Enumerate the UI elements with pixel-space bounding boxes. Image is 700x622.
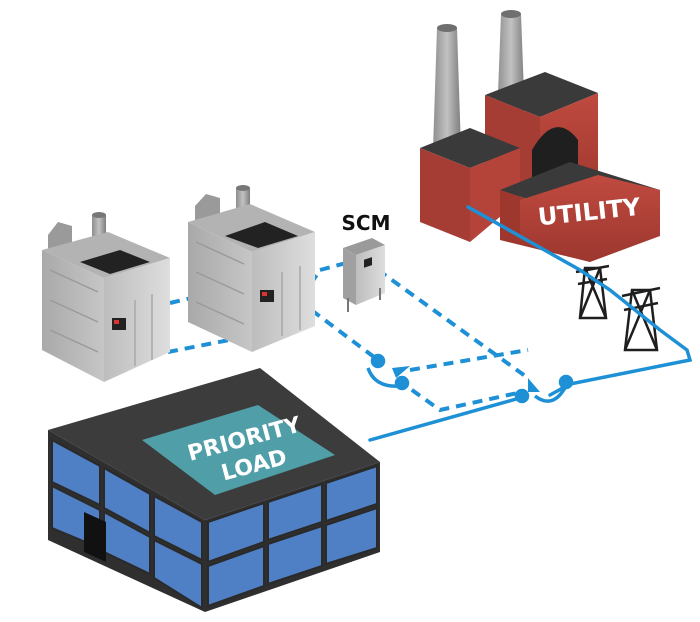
generator-set-1 xyxy=(42,212,170,382)
scm-display xyxy=(364,257,372,268)
utility-factory: UTILITY xyxy=(420,10,660,262)
generator-set-2 xyxy=(188,185,315,352)
transmission-tower-front xyxy=(621,286,661,352)
building-door xyxy=(84,512,106,562)
smokestack-left xyxy=(433,24,461,150)
building-right-windows xyxy=(207,464,378,608)
transfer-switch-right xyxy=(514,374,574,404)
building-left-windows xyxy=(51,438,203,610)
transfer-switch-left xyxy=(366,353,410,391)
scm-label: SCM xyxy=(342,211,391,235)
transmission-tower-back xyxy=(575,264,610,320)
scm-cabinet: SCM xyxy=(342,211,391,312)
priority-load-building: PRIORITY LOAD xyxy=(48,368,380,612)
